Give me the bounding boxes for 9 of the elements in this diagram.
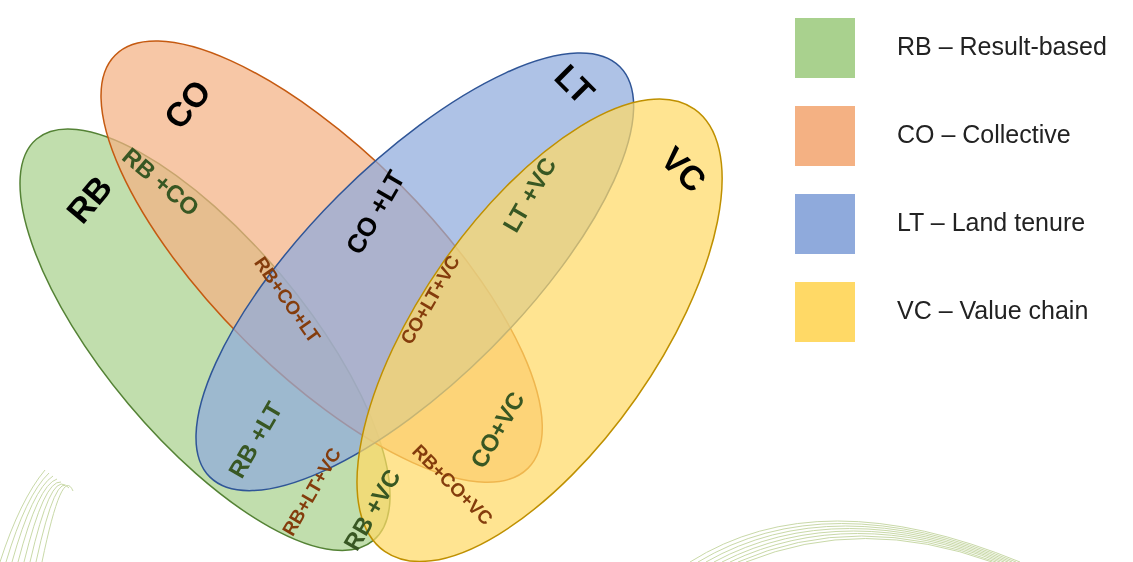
intersection-label: CO +LT bbox=[338, 164, 411, 259]
legend-label: VC – Value chain bbox=[897, 296, 1089, 325]
intersection-label: RB +LT bbox=[222, 397, 287, 483]
legend-label: CO – Collective bbox=[897, 120, 1071, 149]
set-label: VC bbox=[653, 139, 715, 200]
set-label: CO bbox=[156, 72, 219, 137]
legend-label: RB – Result-based bbox=[897, 32, 1107, 61]
legend-label: LT – Land tenure bbox=[897, 208, 1086, 237]
set-label: LT bbox=[546, 56, 603, 113]
